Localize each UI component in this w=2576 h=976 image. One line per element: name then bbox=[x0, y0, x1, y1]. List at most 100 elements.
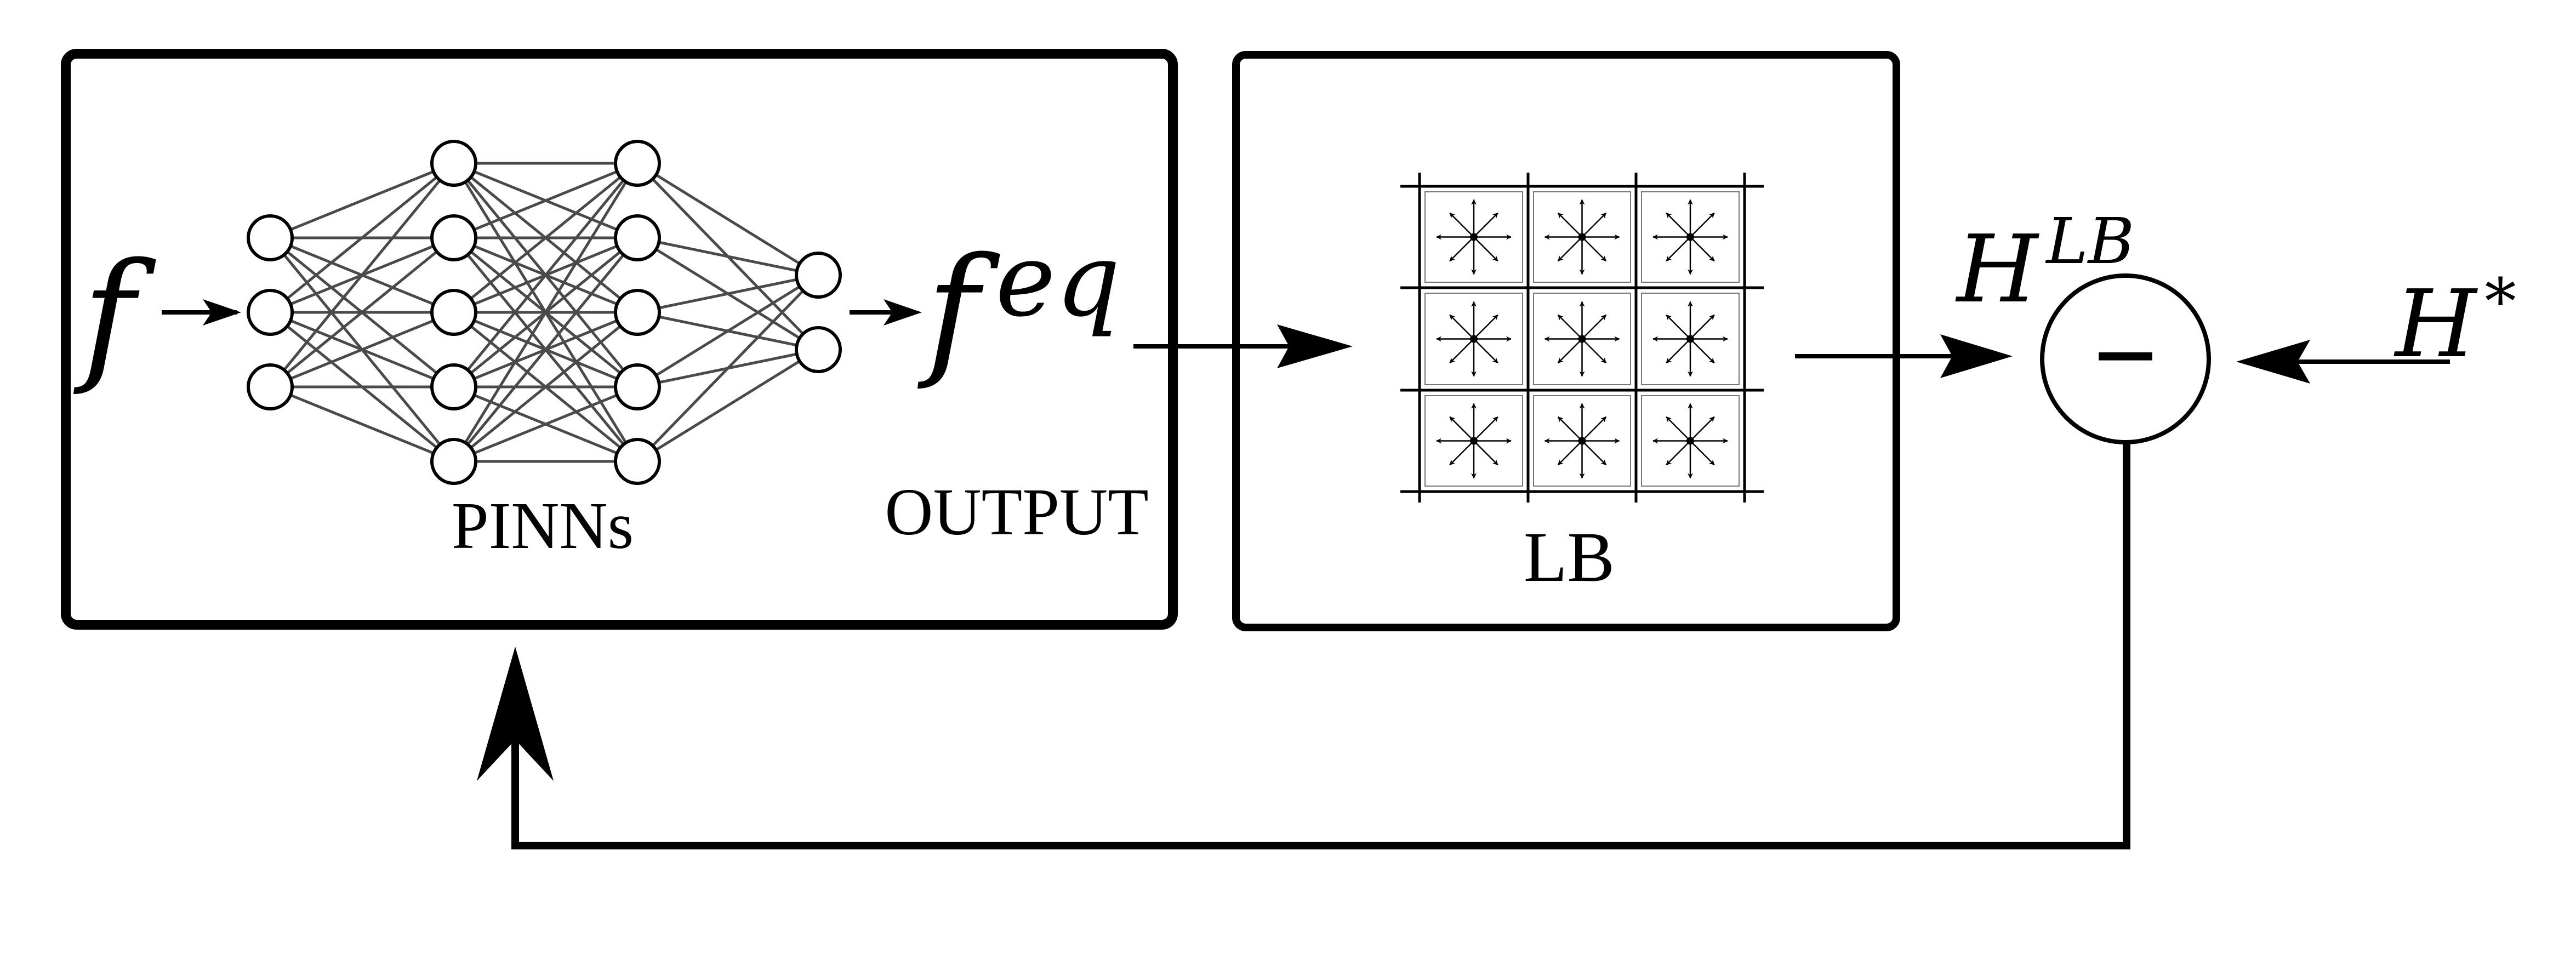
network-edge bbox=[270, 385, 454, 463]
lattice-velocity-arrow bbox=[1557, 236, 1583, 262]
network-node bbox=[430, 214, 477, 261]
network-node bbox=[247, 363, 294, 410]
lattice-velocity-arrow bbox=[1690, 212, 1715, 238]
lattice-velocity-arrow bbox=[1690, 338, 1715, 364]
network-edge bbox=[637, 273, 819, 314]
input-to-network-arrowhead bbox=[203, 299, 241, 326]
lattice-cell-outline bbox=[1424, 191, 1523, 283]
lattice-node bbox=[1578, 335, 1586, 343]
network-node bbox=[247, 289, 294, 336]
pinns-label: PINNs bbox=[452, 489, 634, 563]
h-lb-base: H bbox=[1955, 215, 2039, 324]
lattice-velocity-arrow bbox=[1473, 338, 1498, 364]
network-edge bbox=[453, 237, 639, 463]
lattice-node bbox=[1686, 233, 1694, 241]
network-node bbox=[247, 214, 294, 261]
network-edge bbox=[636, 273, 819, 389]
h-star-superscript: * bbox=[2484, 265, 2516, 339]
network-node bbox=[430, 289, 477, 336]
lattice-velocity-arrow bbox=[1473, 236, 1498, 262]
lattice-velocity-arrow bbox=[1690, 314, 1715, 340]
network-node bbox=[795, 326, 842, 373]
lattice-cell-d2q9 bbox=[1424, 395, 1523, 487]
lattice-velocity-arrow bbox=[1449, 236, 1474, 262]
lattice-cell-outline bbox=[1424, 395, 1523, 487]
neural-network-graph bbox=[247, 140, 842, 485]
lattice-velocity-arrow bbox=[1449, 416, 1474, 442]
lattice-velocity-arrow bbox=[1581, 338, 1607, 364]
pinns-to-lb-arrowhead bbox=[1277, 324, 1353, 368]
network-edge bbox=[269, 237, 455, 388]
lattice-velocity-arrow bbox=[1449, 338, 1474, 364]
network-edge bbox=[269, 162, 455, 388]
output-eq-superscript: eq bbox=[995, 221, 1120, 339]
lattice-velocity-arrow bbox=[1666, 212, 1691, 238]
lattice-cell-d2q9 bbox=[1424, 293, 1523, 385]
lattice-velocity-arrow bbox=[1473, 212, 1498, 238]
lattice-cell-outline bbox=[1533, 395, 1631, 487]
lattice-cell-d2q9 bbox=[1641, 395, 1740, 487]
lattice-velocity-arrow bbox=[1690, 440, 1715, 466]
lattice-cell-d2q9 bbox=[1533, 395, 1631, 487]
lattice-velocity-arrow bbox=[1581, 212, 1607, 238]
lb-label: LB bbox=[1524, 518, 1615, 597]
lattice-velocity-arrow bbox=[1473, 416, 1498, 442]
lattice-node bbox=[1470, 335, 1478, 343]
lattice-cell-outline bbox=[1424, 293, 1523, 385]
lattice-velocity-arrow bbox=[1581, 314, 1607, 340]
lattice-velocity-arrow bbox=[1581, 236, 1607, 262]
network-node bbox=[614, 214, 661, 261]
input-f-symbol: f bbox=[73, 233, 158, 398]
network-node bbox=[430, 363, 477, 410]
lb-to-comparator-arrowhead bbox=[1940, 334, 2013, 378]
lattice-velocity-arrow bbox=[1557, 338, 1583, 364]
target-to-comparator-arrowhead bbox=[2236, 340, 2310, 384]
network-node bbox=[430, 438, 477, 485]
lattice-node bbox=[1686, 335, 1694, 343]
output-label: OUTPUT bbox=[885, 475, 1148, 549]
network-edge bbox=[453, 311, 639, 463]
output-f-base: f bbox=[917, 227, 1002, 393]
network-edge bbox=[453, 385, 638, 463]
lattice-velocity-arrow bbox=[1690, 236, 1715, 262]
network-edge bbox=[636, 162, 819, 277]
lattice-cell-outline bbox=[1533, 191, 1631, 283]
lattice-velocity-arrow bbox=[1581, 416, 1607, 442]
pinns-block-frame bbox=[61, 49, 1178, 630]
lattice-velocity-arrow bbox=[1449, 440, 1474, 466]
lattice-velocity-arrow bbox=[1557, 416, 1583, 442]
h-lb-superscript: LB bbox=[2045, 205, 2134, 278]
lattice-cell-outline bbox=[1533, 293, 1631, 385]
network-node bbox=[614, 438, 661, 485]
network-edge bbox=[636, 274, 819, 463]
lattice-cell-d2q9 bbox=[1533, 293, 1631, 385]
network-node bbox=[614, 363, 661, 410]
network-edge bbox=[636, 348, 819, 463]
network-edge bbox=[453, 162, 639, 388]
feedback-arrowhead bbox=[477, 647, 554, 781]
lattice-velocity-arrow bbox=[1473, 314, 1498, 340]
lattice-velocity-arrow bbox=[1666, 416, 1691, 442]
lattice-velocity-arrow bbox=[1449, 314, 1474, 340]
h-lb-symbol: H LB bbox=[1955, 205, 2134, 324]
lattice-velocity-arrow bbox=[1666, 338, 1691, 364]
lattice-velocity-arrow bbox=[1666, 236, 1691, 262]
lattice-node bbox=[1578, 233, 1586, 241]
lattice-node bbox=[1470, 437, 1478, 445]
network-edge bbox=[452, 162, 639, 463]
network-edge bbox=[270, 311, 454, 389]
network-edge bbox=[270, 162, 454, 239]
feedback-loop-line bbox=[511, 442, 2130, 849]
lattice-node bbox=[1578, 437, 1586, 445]
lattice-cell-outline bbox=[1641, 293, 1740, 385]
lb-block-frame bbox=[1232, 51, 1900, 631]
network-edge bbox=[269, 162, 455, 313]
lattice-velocity-arrow bbox=[1449, 212, 1474, 238]
lattice-node bbox=[1686, 437, 1694, 445]
network-to-output-arrowhead bbox=[884, 299, 922, 326]
minus-operator: − bbox=[2093, 293, 2158, 420]
lattice-velocity-arrow bbox=[1581, 440, 1607, 466]
lattice-velocity-arrow bbox=[1557, 440, 1583, 466]
network-edge bbox=[453, 162, 639, 313]
